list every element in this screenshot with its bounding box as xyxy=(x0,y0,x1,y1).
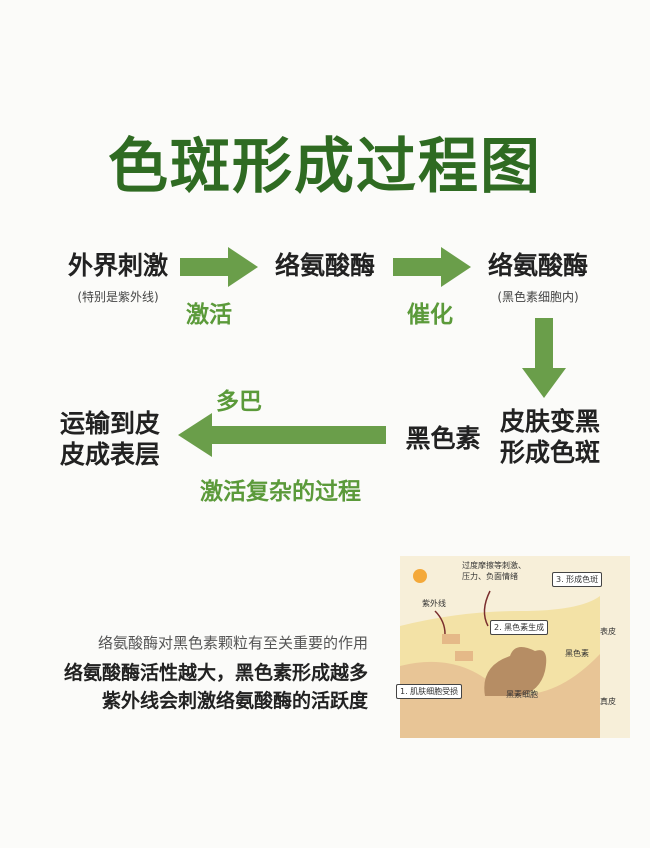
illu-dermis: 真皮 xyxy=(600,697,616,706)
arrow-down-icon xyxy=(522,318,566,398)
node-external-stimulus-sub: (特别是紫外线) xyxy=(77,290,159,304)
illu-step2: 2. 黑色素生成 xyxy=(490,620,549,635)
note-1: 络氨酸酶对黑色素颗粒有至关重要的作用 xyxy=(97,634,368,652)
node-skin-darkens-line2: 形成色斑 xyxy=(499,438,600,467)
node-melanin: 黑色素 xyxy=(405,424,481,453)
node-transport-to-surface: 运输到皮皮成表层 xyxy=(50,408,170,470)
illu-stimulus-line2: 压力、负面情绪 xyxy=(462,572,518,581)
page-title: 色斑形成过程图 xyxy=(108,132,542,202)
note-3: 紫外线会刺激络氨酸酶的活跃度 xyxy=(101,690,368,712)
illu-melanocyte: 黑素细胞 xyxy=(506,690,538,699)
illu-uv: 紫外线 xyxy=(422,599,446,608)
edge-label-activate: 激活 xyxy=(186,302,232,328)
node-tyrosinase-in-cell-sub: (黑色素细胞内) xyxy=(497,290,579,304)
illu-step3: 3. 形成色斑 xyxy=(552,572,603,587)
node-tyrosinase-in-cell: 络氨酸酶 xyxy=(487,251,588,280)
skin-illustration: 过度摩擦等刺激、 压力、负面情绪 紫外线 3. 形成色斑 2. 黑色素生成 1.… xyxy=(396,556,630,738)
illu-step1: 1. 肌肤细胞受损 xyxy=(396,684,463,699)
illu-stimulus-line1: 过度摩擦等刺激、 xyxy=(462,561,526,570)
sun-icon xyxy=(413,569,427,583)
note-2: 络氨酸酶活性越大，黑色素形成越多 xyxy=(63,662,368,684)
node-external-stimulus: 外界刺激 xyxy=(67,251,168,280)
arrow-right-icon xyxy=(180,247,258,287)
node-transport-line2: 皮成表层 xyxy=(59,440,160,469)
illu-melanin: 黑色素 xyxy=(565,649,589,658)
node-skin-darkens-line1: 皮肤变黑 xyxy=(499,407,600,436)
illu-epidermis: 表皮 xyxy=(600,627,616,636)
edge-label-catalyze: 催化 xyxy=(407,302,453,328)
node-tyrosinase: 络氨酸酶 xyxy=(274,251,375,280)
edge-label-dopa: 多巴 xyxy=(216,389,262,415)
arrow-left-icon xyxy=(178,413,386,457)
node-transport-line1: 运输到皮 xyxy=(59,409,160,438)
arrow-right-icon xyxy=(393,247,471,287)
edge-label-complex-process: 激活复杂的过程 xyxy=(200,479,361,505)
node-skin-darkens: 皮肤变黑形成色斑 xyxy=(490,406,610,468)
